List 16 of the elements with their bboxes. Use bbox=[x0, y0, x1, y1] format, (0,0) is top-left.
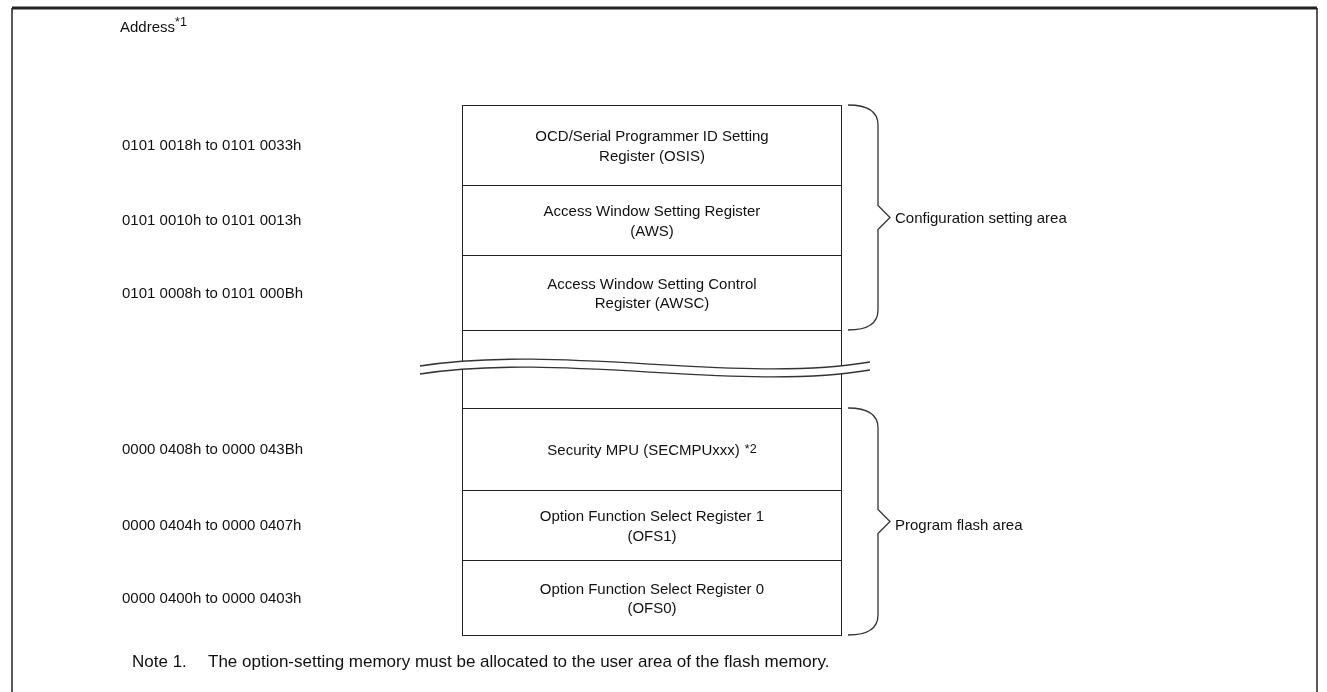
column-heading: Address$^{*1}$ bbox=[120, 14, 187, 36]
note-text: The option-setting memory must be allocated to the user area of the flash memory. bbox=[208, 653, 830, 671]
area-label: Configuration setting area bbox=[895, 209, 1067, 227]
register-cell: Access Window Setting Register (AWS) bbox=[462, 185, 842, 256]
address-range: 0000 0408h to 0000 043Bh bbox=[122, 440, 303, 458]
address-range: 0000 0400h to 0000 0403h bbox=[122, 589, 302, 607]
address-range: 0101 0010h to 0101 0013h bbox=[122, 211, 302, 229]
register-cell: Option Function Select Register 0 (OFS0) bbox=[462, 560, 842, 636]
area-label: Program flash area bbox=[895, 516, 1023, 534]
note-number: Note 1. bbox=[132, 653, 187, 671]
address-range: 0101 0018h to 0101 0033h bbox=[122, 136, 302, 154]
address-range: 0101 0008h to 0101 000Bh bbox=[122, 284, 303, 302]
register-cell: Option Function Select Register 1 (OFS1) bbox=[462, 490, 842, 561]
register-cell: Access Window Setting Control Register (AWSC) bbox=[462, 255, 842, 331]
address-range: 0000 0404h to 0000 0407h bbox=[122, 516, 302, 534]
register-cell: OCD/Serial Programmer ID Setting Register (OSIS) bbox=[462, 105, 842, 186]
